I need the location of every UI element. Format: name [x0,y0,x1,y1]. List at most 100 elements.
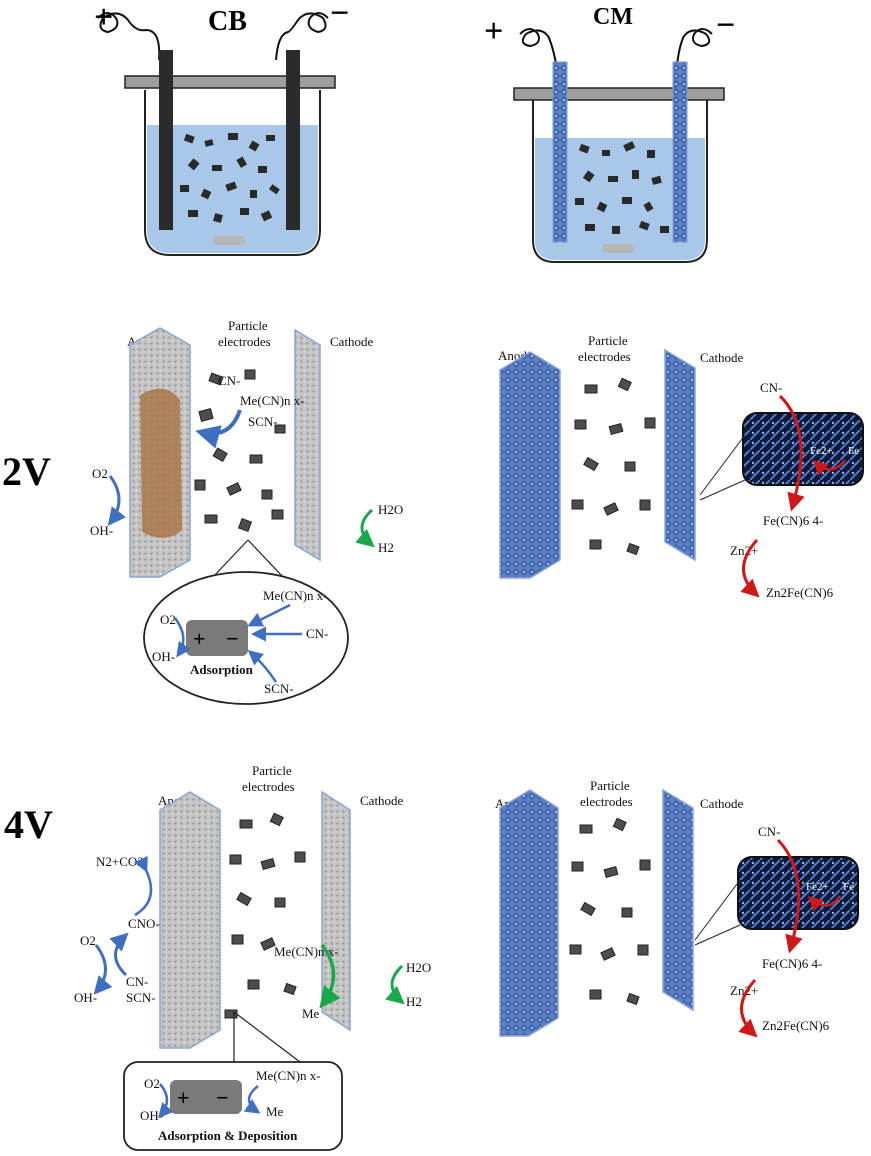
cm4-znfecn-label: Zn2Fe(CN)6 [762,1018,830,1033]
particle-label-2: electrodes [218,334,271,349]
inset-4v-minus: − [216,1085,229,1110]
cm-zoom-box [742,412,864,486]
cm-cn-arrow [778,394,805,512]
inset-4v-plus: + [177,1085,190,1110]
particle-label-1: Particle [228,318,268,333]
cb-title: CB [208,6,247,37]
inset-4v-particle [170,1080,242,1114]
inset4-o2: O2 [144,1076,160,1091]
anode-plate-4v [159,791,221,1049]
cm-cn-label: CN- [760,380,782,395]
cm-fecn-label: Fe(CN)6 4- [763,513,823,528]
cn-label-4v: CN- [126,974,148,989]
cm4-cn-label: CN- [758,824,780,839]
inset-particle [186,620,248,656]
oh-label-4v: OH- [74,990,97,1005]
n2co2-arrow [134,855,153,917]
cm-znfecn-label: Zn2Fe(CN)6 [766,585,834,600]
inset4-me-arrow [243,1085,261,1114]
cm-plus: + [484,13,503,50]
inset-scn: SCN- [264,681,294,696]
inset-o2: O2 [160,612,176,627]
panel-2v-cb: Anode Particle electrodes Cathode CN- Me… [90,318,403,705]
cm-title: CM [593,4,633,30]
cm-minus: − [716,7,735,44]
cm-fe-arrow [812,459,847,476]
h2-label: H2 [378,540,394,555]
cm-cathode-plate [664,348,696,562]
inset4-oh: OH- [140,1108,163,1123]
cm-beaker: + − CM [484,4,735,263]
cm4-particle-label-2: electrodes [580,794,633,809]
mecn-label: Me(CN)n x- [240,393,305,408]
cm-granules [575,141,669,234]
h2o-label: H2O [378,502,403,517]
particles-2v-cb [194,369,286,533]
cm4-cathode-label: Cathode [700,796,744,811]
cm-fe: Fe [848,445,859,457]
cm4-cathode-plate [662,788,694,1012]
cathode-label-4v: Cathode [360,793,404,808]
cm4-fe-arrow [807,895,842,912]
cm4-fecn-label: Fe(CN)6 4- [762,956,822,971]
scn-label: SCN- [248,414,278,429]
cathode-label: Cathode [330,334,374,349]
cn-label: CN- [218,373,240,388]
inset4-o2-arrow [158,1083,174,1119]
cm4-fe: Fe [843,881,854,893]
panel-4v-cm: Anode Particle electrodes Cathode CN- Fe… [495,778,859,1038]
row-label-2v: 2V [2,449,51,494]
scn-label-4v: SCN- [126,990,156,1005]
inset-plus: + [193,626,206,651]
cb-minus: − [330,0,349,32]
cm4-cn-arrow [776,838,803,954]
adsorb-arrow [195,409,242,449]
oh-label: OH- [90,523,113,538]
inset-o2-arrow [173,617,192,658]
cathode-plate-4v [321,790,351,1032]
inset4-me: Me [266,1104,284,1119]
particles-2v-cm [571,377,656,556]
cm-zn-arrow [740,538,760,598]
panel-4v-cb: Anode Particle electrodes Cathode N2+CO2… [74,763,431,1151]
cm-cathode-label: Cathode [700,350,744,365]
cb-granules [180,133,280,223]
particle-label-4v-2: electrodes [242,779,295,794]
me-label-4v: Me [302,1006,320,1021]
n2co2-label: N2+CO2 [96,854,144,869]
inset-mecn: Me(CN)n x- [263,588,328,603]
o2-arrow [107,475,126,526]
o2-label-4v: O2 [80,933,96,948]
row-label-4v: 4V [4,802,53,847]
cm4-zn-arrow [738,978,758,1038]
h2o-arrow [355,508,375,548]
o2-label: O2 [92,466,108,481]
particles-4v-cm [569,817,651,1006]
h2o-label-4v: H2O [406,960,431,975]
me-arrow-4v [319,943,341,1009]
h2o-arrow-4v [385,964,405,1005]
h2-label-4v: H2 [406,994,422,1009]
inset-caption: Adsorption [190,662,254,677]
cm-fe-ion: Fe2+ [810,445,833,457]
cm4-anode-plate [499,789,559,1037]
particles-4v-cb [224,812,306,1019]
inset-mecn-arrow [247,603,291,627]
anode-deposit [140,388,182,539]
inset-minus: − [226,626,239,651]
cathode-plate [294,328,321,562]
inset4-mecn: Me(CN)n x- [256,1068,321,1083]
inset-scn-arrow [247,650,278,683]
cm-anode-plate [499,351,561,579]
cm4-fe-ion: Fe2+ [806,881,829,893]
particle-label-4v-1: Particle [252,763,292,778]
panel-2v-cm: Anode Particle electrodes Cathode CN- Fe… [498,333,864,600]
cb-plus: + [94,0,113,36]
cb-beaker: + − CB [94,0,349,256]
inset-oh: OH- [152,649,175,664]
cn-arrow-4v [109,932,129,977]
cno-label: CNO- [128,916,160,931]
inset4-caption: Adsorption & Deposition [158,1128,298,1143]
cm-particle-label-1: Particle [588,333,628,348]
